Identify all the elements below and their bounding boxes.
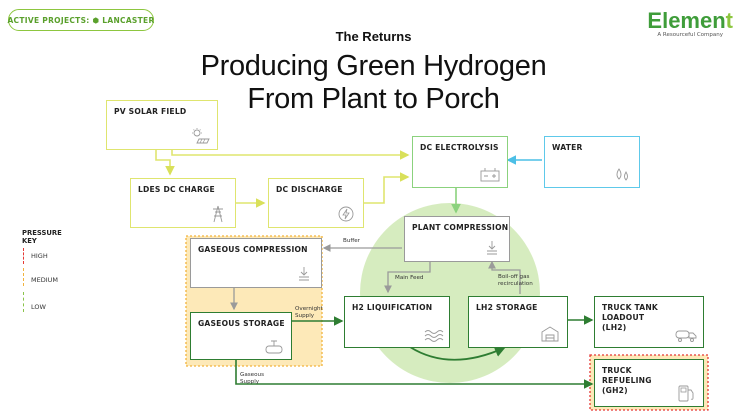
node-h2-liquification[interactable]: H2 LIQUIFICATION — [344, 296, 450, 348]
node-truck-tank-loadout[interactable]: TRUCK TANK LOADOUT (LH2) — [594, 296, 704, 348]
boiloff-label-line-1: Boil-off gas — [498, 274, 530, 280]
node-water[interactable]: WATER — [544, 136, 640, 188]
high-swatch — [23, 248, 24, 264]
logo-name-end: t — [725, 8, 733, 33]
node-plant-compression[interactable]: PLANT COMPRESSION — [404, 216, 510, 262]
truck-tank-label-line-2: LOADOUT — [602, 313, 645, 322]
logo-name-main: Elemen — [647, 8, 726, 33]
h2-liquification-label: H2 LIQUIFICATION — [352, 303, 433, 312]
electrolyzer-icon — [480, 168, 500, 182]
main-feed-label: Main Feed — [395, 275, 424, 281]
liquid-waves-icon — [424, 330, 444, 342]
gaseous-supply-label-line-2: Supply — [240, 378, 260, 385]
liquification-to-lh2-connector — [409, 346, 506, 361]
low-swatch — [23, 292, 24, 312]
pv-solar-label: PV SOLAR FIELD — [114, 107, 187, 116]
page-subtitle: The Returns — [335, 29, 412, 44]
node-ldes-dc-charge[interactable]: LDES DC CHARGE — [130, 178, 236, 228]
medium-swatch — [23, 268, 24, 286]
gaseous-supply-connector — [235, 358, 594, 389]
title-line-1: Producing Green Hydrogen — [200, 50, 547, 82]
boiloff-label: Boil-off gas recirculation — [498, 274, 533, 287]
fuel-pump-icon — [678, 385, 694, 402]
active-projects-badge[interactable]: ACTIVE PROJECTS: ⬢ LANCASTER — [7, 9, 154, 31]
lightning-circle-icon — [338, 206, 354, 222]
dc-discharge-label: DC DISCHARGE — [276, 185, 343, 194]
ldes-label: LDES DC CHARGE — [138, 185, 215, 194]
gas-tank-icon — [265, 340, 283, 354]
node-truck-refueling[interactable]: TRUCK REFUELING (GH2) — [594, 359, 704, 407]
node-dc-discharge[interactable]: DC DISCHARGE — [268, 178, 364, 228]
element-logo: Element A Resourceful Company — [647, 8, 733, 39]
pressure-key-title-line-2: KEY — [22, 237, 37, 245]
lh2-storage-label: LH2 STORAGE — [476, 303, 538, 312]
pressure-key-title-line-1: PRESSURE — [22, 229, 62, 237]
discharge-to-electrolysis-connector — [364, 172, 410, 204]
gaseous-storage-label: GASEOUS STORAGE — [198, 319, 285, 328]
gaseous-compression-label: GASEOUS COMPRESSION — [198, 245, 308, 254]
overnight-supply-label-line-2: Supply — [295, 312, 315, 319]
buffer-label: Buffer — [343, 238, 360, 244]
node-dc-electrolysis[interactable]: DC ELECTROLYSIS — [412, 136, 508, 188]
title-line-2: From Plant to Porch — [247, 83, 500, 115]
medium-label: MEDIUM — [31, 276, 59, 284]
gaseous-supply-label: Gaseous Supply — [240, 372, 264, 385]
truck-refueling-label-line-1: TRUCK — [602, 366, 632, 375]
high-label: HIGH — [31, 252, 48, 260]
truck-refueling-label-line-2: REFUELING — [602, 376, 652, 385]
compression-icon — [299, 267, 309, 281]
boiloff-connector — [488, 260, 521, 294]
logo-wordmark: Element — [647, 8, 733, 33]
truck-tank-label: TRUCK TANK LOADOUT (LH2) — [602, 303, 658, 333]
node-pv-solar-field[interactable]: PV SOLAR FIELD — [106, 100, 218, 150]
overnight-supply-label-line-1: Overnight — [295, 306, 323, 312]
plant-compression-label: PLANT COMPRESSION — [412, 223, 509, 232]
water-drops-icon — [616, 168, 628, 181]
truck-tank-label-line-1: TRUCK TANK — [602, 303, 659, 312]
water-label: WATER — [552, 143, 583, 152]
truck-refueling-label: TRUCK REFUELING (GH2) — [602, 366, 652, 396]
node-gaseous-compression[interactable]: GASEOUS COMPRESSION — [190, 238, 322, 288]
main-feed-connector — [384, 262, 431, 294]
transmission-tower-icon — [213, 205, 223, 223]
page-title: Producing Green Hydrogen From Plant to P… — [0, 50, 747, 116]
tanker-truck-icon — [675, 330, 697, 342]
dc-electrolysis-label: DC ELECTROLYSIS — [420, 143, 499, 152]
truck-refueling-label-line-3: (GH2) — [602, 386, 628, 395]
boiloff-label-line-2: recirculation — [498, 280, 533, 287]
logo-tagline: A Resourceful Company — [657, 32, 723, 38]
low-label: LOW — [31, 303, 46, 311]
storage-building-icon — [541, 326, 559, 342]
truck-tank-label-line-3: (LH2) — [602, 323, 627, 332]
pressure-key-title: PRESSURE KEY — [22, 229, 62, 245]
compression-icon — [487, 241, 497, 255]
overnight-supply-label: Overnight Supply — [295, 306, 323, 319]
gaseous-supply-label-line-1: Gaseous — [240, 372, 265, 378]
solar-panel-icon — [192, 128, 210, 144]
node-lh2-storage[interactable]: LH2 STORAGE — [468, 296, 568, 348]
node-gaseous-storage[interactable]: GASEOUS STORAGE — [190, 312, 292, 360]
